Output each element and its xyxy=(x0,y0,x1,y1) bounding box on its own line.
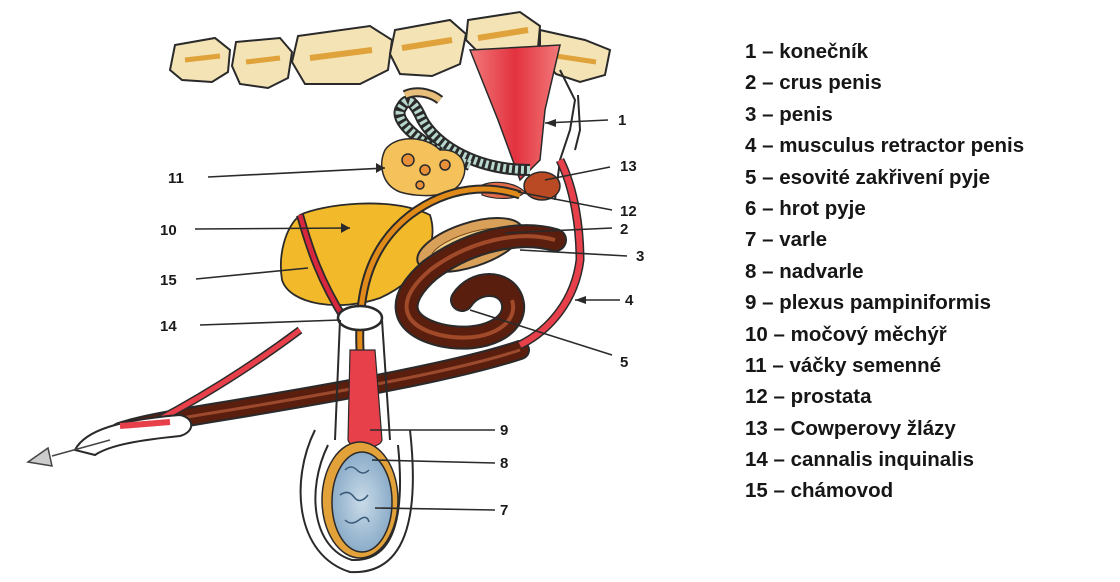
label-10: 10 xyxy=(160,222,177,239)
legend-item-2: 2 – crus penis xyxy=(745,67,1115,98)
legend-item-5: 5 – esovité zakřivení pyje xyxy=(745,162,1115,193)
legend-item-14: 14 – cannalis inquinalis xyxy=(745,444,1115,475)
pampiniform-plexus xyxy=(348,350,382,448)
legend-item-9: 9 – plexus pampiniformis xyxy=(745,287,1115,318)
legend-item-7: 7 – varle xyxy=(745,224,1115,255)
legend-item-13: 13 – Cowperovy žlázy xyxy=(745,413,1115,444)
leader-3 xyxy=(520,250,627,256)
legend-item-10: 10 – močový měchýř xyxy=(745,319,1115,350)
leader-13 xyxy=(545,167,610,180)
legend: 1 – konečník 2 – crus penis 3 – penis 4 … xyxy=(745,36,1115,507)
legend-item-1: 1 – konečník xyxy=(745,36,1115,67)
label-14: 14 xyxy=(160,318,177,335)
bull-reproductive-organs-diagram: 1 11 13 12 10 2 3 15 4 14 5 9 8 7 xyxy=(0,0,740,582)
legend-item-8: 8 – nadvarle xyxy=(745,256,1115,287)
label-9: 9 xyxy=(500,422,508,439)
legend-item-4: 4 – musculus retractor penis xyxy=(745,130,1115,161)
leader-12 xyxy=(518,192,612,210)
label-8: 8 xyxy=(500,455,508,472)
prepuce xyxy=(75,415,191,455)
label-7: 7 xyxy=(500,502,508,519)
label-13: 13 xyxy=(620,158,637,175)
label-1: 1 xyxy=(618,112,626,129)
label-5: 5 xyxy=(620,354,628,371)
legend-item-12: 12 – prostata xyxy=(745,381,1115,412)
leader-10 xyxy=(195,228,350,229)
leader-11 xyxy=(208,168,385,177)
label-12: 12 xyxy=(620,203,637,220)
label-15: 15 xyxy=(160,272,177,289)
leader-14 xyxy=(200,320,340,325)
label-11: 11 xyxy=(168,170,184,187)
leader-8 xyxy=(372,460,495,463)
legend-item-11: 11 – váčky semenné xyxy=(745,350,1115,381)
label-4: 4 xyxy=(625,292,634,309)
legend-item-15: 15 – chámovod xyxy=(745,475,1115,506)
legend-item-6: 6 – hrot pyje xyxy=(745,193,1115,224)
label-2: 2 xyxy=(620,221,628,238)
label-3: 3 xyxy=(636,248,644,265)
legend-item-3: 3 – penis xyxy=(745,99,1115,130)
testis xyxy=(332,452,392,552)
